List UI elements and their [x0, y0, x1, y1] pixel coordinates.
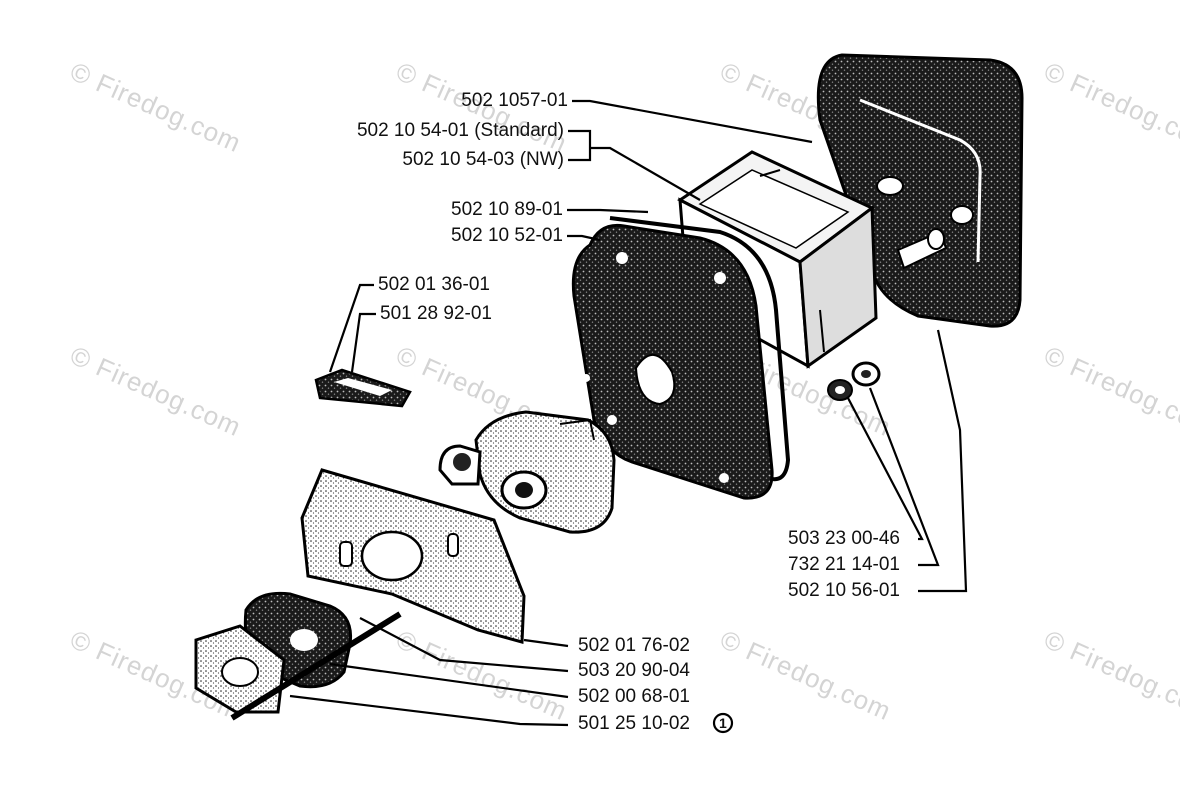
callout-label: 502 00 68-01	[578, 686, 690, 707]
small-gasket	[314, 368, 412, 408]
footnote-symbol: 1	[719, 715, 727, 731]
callout-label: 502 10 89-01	[451, 199, 563, 220]
callout-label: 502 10 54-03 (NW)	[402, 149, 564, 170]
carburettor	[438, 410, 616, 534]
filter-seal	[609, 216, 791, 482]
footnote-symbol-icon	[712, 712, 734, 734]
callout-label: 502 01 36-01	[378, 274, 490, 295]
mounting-screw	[230, 611, 402, 721]
callout-label: 732 21 14-01	[788, 554, 900, 575]
callout-label: 503 20 90-04	[578, 660, 690, 681]
callout-label: 501 25 10-02	[578, 713, 690, 734]
callout-label: 502 1057-01	[461, 90, 568, 111]
nut-and-washer	[827, 361, 881, 401]
callout-label: 502 10 54-01 (Standard)	[356, 120, 564, 141]
callout-label: 502 10 52-01	[451, 225, 563, 246]
callout-label: 503 23 00-46	[788, 528, 900, 549]
leader-lines	[289, 99, 968, 727]
carburettor-mounting-plate	[300, 468, 526, 644]
callout-label: 502 10 56-01	[788, 580, 900, 601]
callout-label: 502 01 76-02	[578, 635, 690, 656]
callout-label: 501 28 92-01	[380, 303, 492, 324]
filter-base-plate	[571, 223, 774, 500]
